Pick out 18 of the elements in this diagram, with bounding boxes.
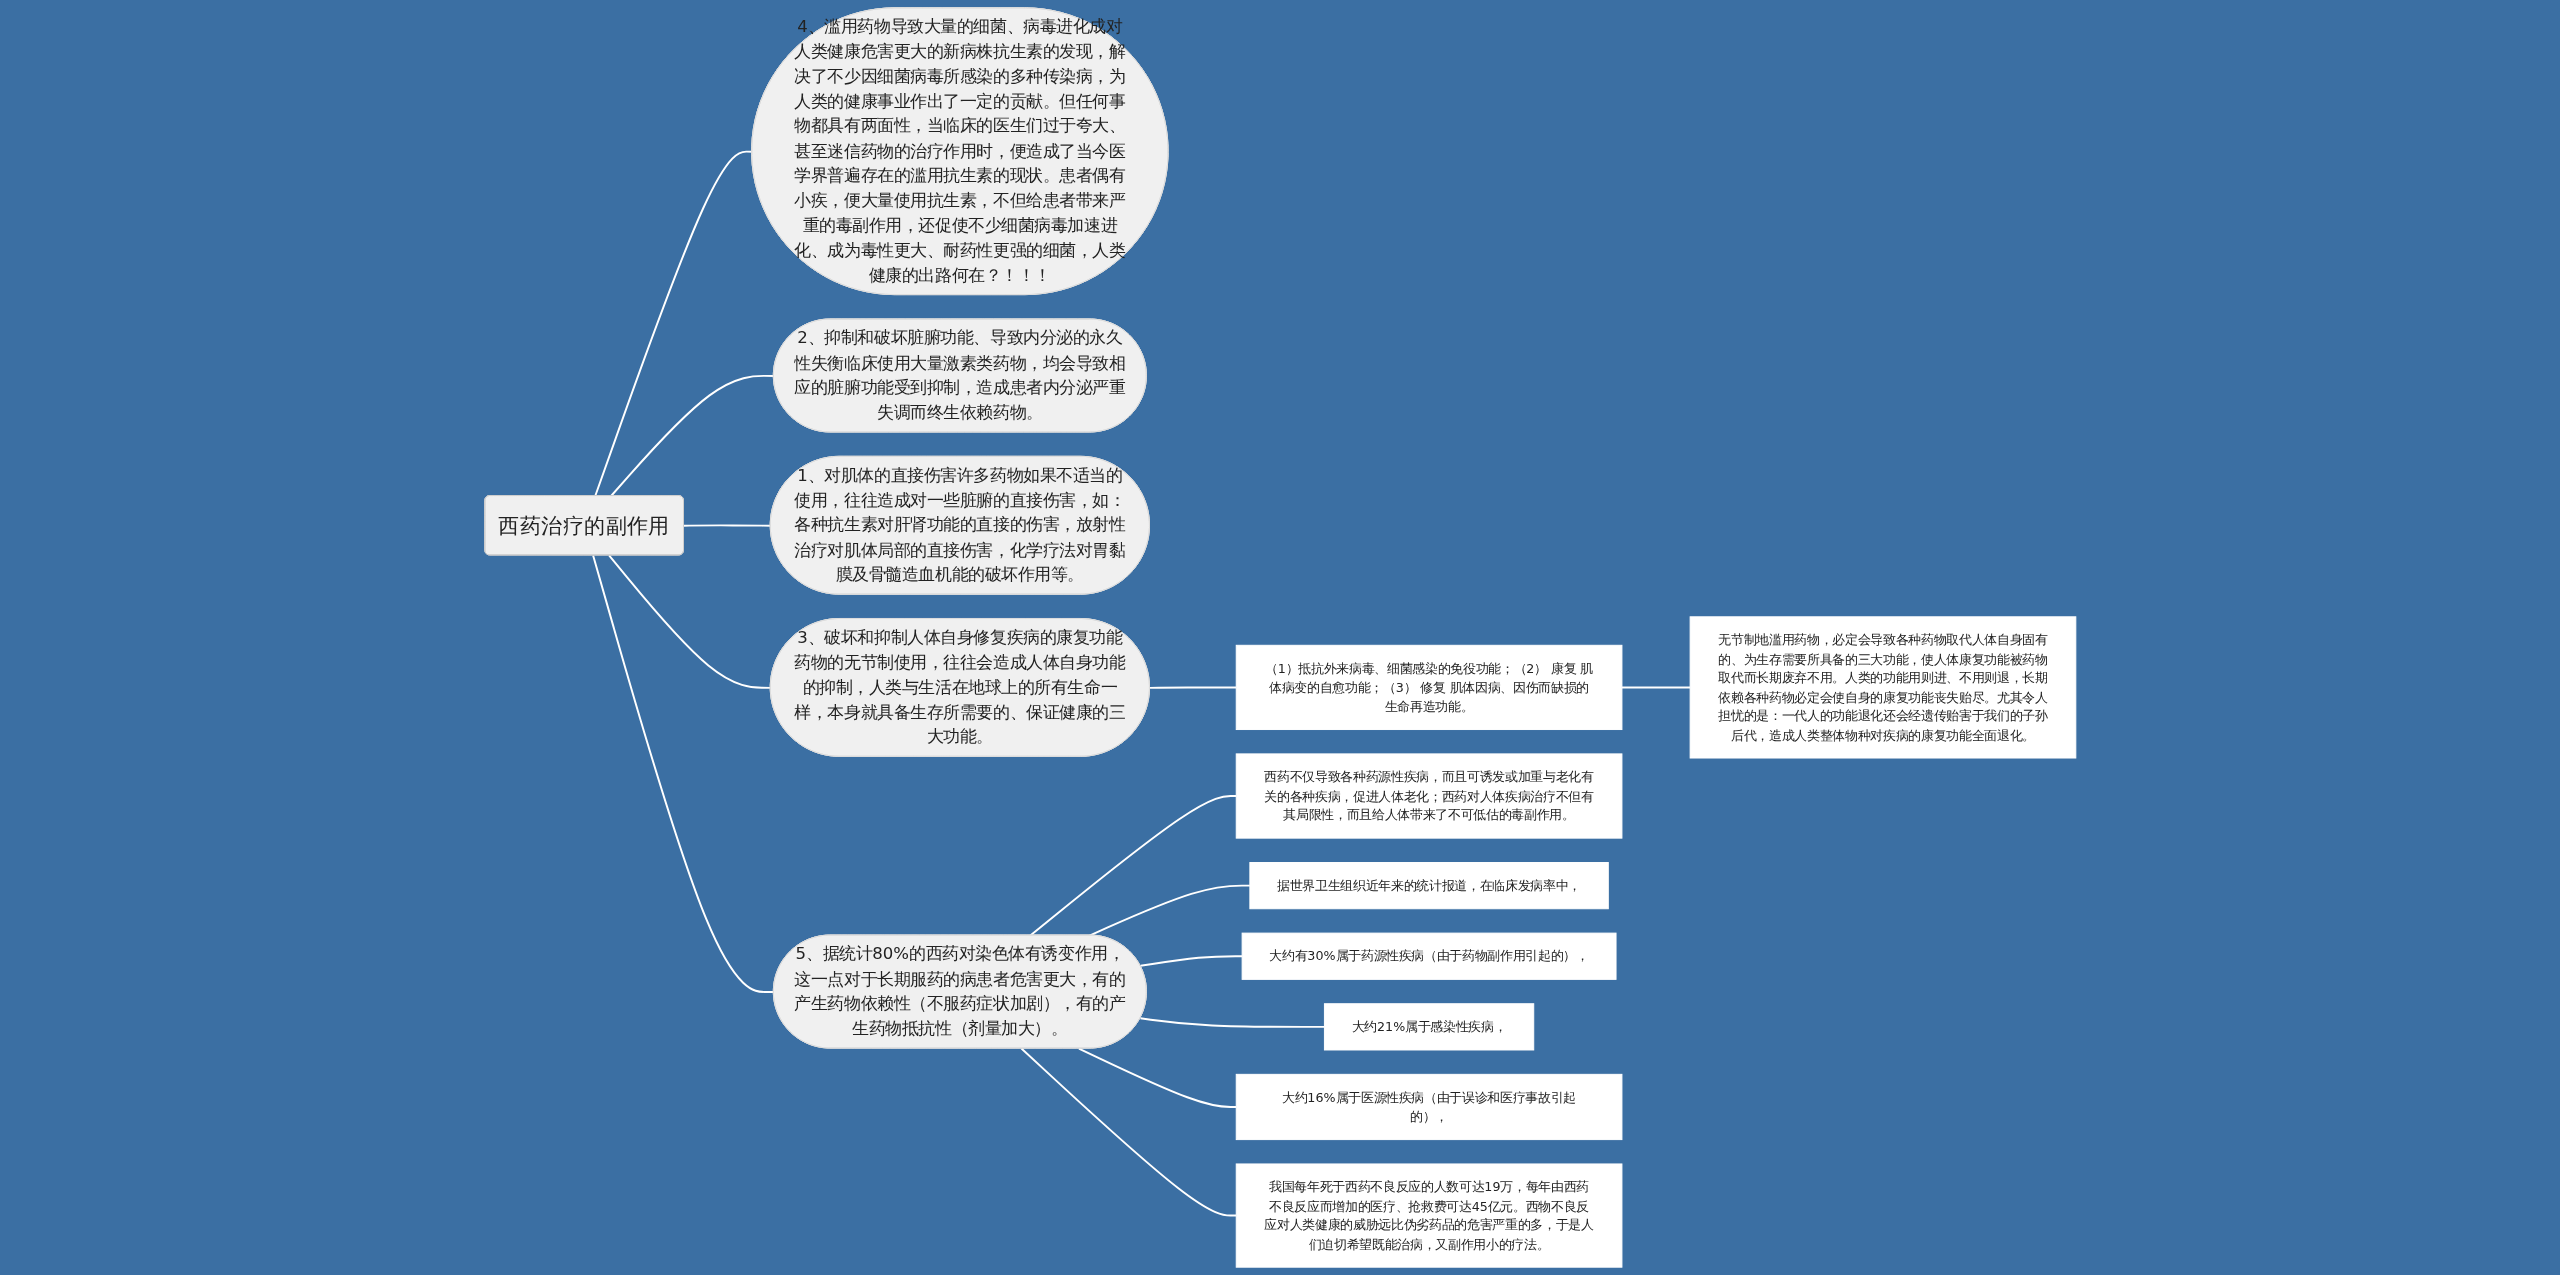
node-box: 大约21%属于感染性疾病， bbox=[1323, 1003, 1534, 1051]
connector bbox=[1020, 1047, 1237, 1217]
node-box: 大约16%属于医源性疾病（由于误诊和医疗事故引起的）， bbox=[1235, 1073, 1623, 1141]
connector bbox=[1620, 686, 1691, 689]
connector bbox=[1139, 1017, 1326, 1028]
connector bbox=[591, 554, 775, 993]
node-box: 据世界卫生组织近年来的统计报道，在临床发病率中， bbox=[1249, 862, 1609, 910]
node-box: 大约有30%属于药源性疾病（由于药物副作用引起的）， bbox=[1241, 932, 1617, 980]
connector bbox=[609, 374, 775, 497]
node-box: 我国每年死于西药不良反应的人数可达19万，每年由西药不良反应而增加的医疗、抢救费可达45亿元。西物不良反应对人类健康的威胁远比伪劣药品的危害严重的多，于是人们迫切希望既能治病，又副作用小的疗法。 bbox=[1235, 1163, 1623, 1268]
connector bbox=[593, 150, 753, 497]
connector bbox=[1077, 1047, 1237, 1108]
node-box: （1）抵抗外来病毒、细菌感染的免役功能；（2） 康复 肌体病变的自愈功能；（3） 修复 肌体因病、因伤而缺损的生命再造功能。 bbox=[1235, 644, 1623, 731]
connector bbox=[1139, 955, 1243, 967]
connector bbox=[1148, 686, 1237, 689]
node-box: 无节制地滥用药物，必定会导致各种药物取代人体自身固有的、为生存需要所具备的三大功能，使人体康复功能被药物取代而长期废弃不用。人类的功能用则进、不用则退，长期依赖各种药物必定会使自身的康复功能丧失贻尽。尤其令人担忧的是：一代人的功能退化还会经遗传贻害于我们的子孙后代，造成人类整体物种对疾病的康复功能全面退化。 bbox=[1689, 616, 2076, 759]
connector bbox=[1029, 795, 1237, 937]
node-box: 西药不仅导致各种药源性疾病，而且可诱发或加重与老化有关的各种疾病，促进人体老化；西药对人体疾病治疗不但有其局限性，而且给人体带来了不可低估的毒副作用。 bbox=[1235, 753, 1623, 839]
